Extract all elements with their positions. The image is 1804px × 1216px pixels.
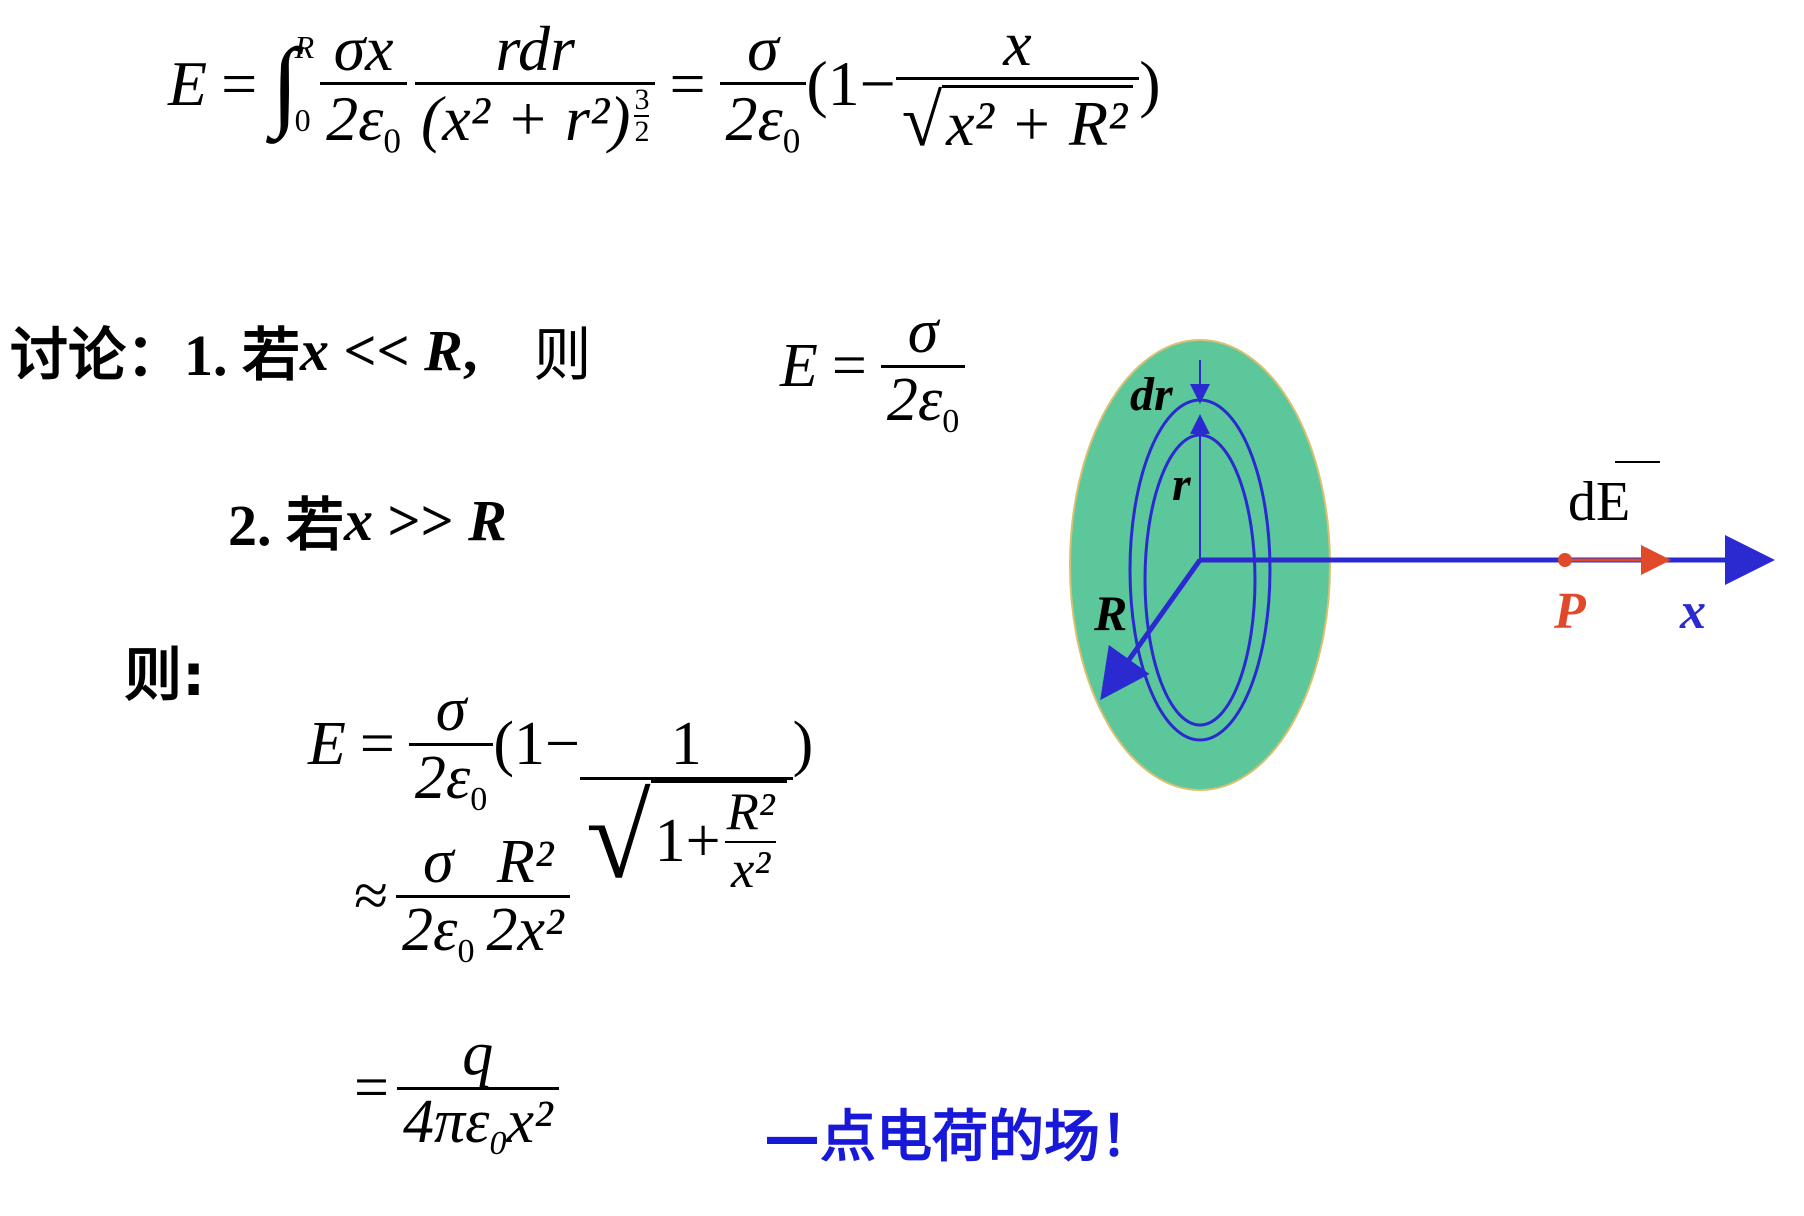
eq3-fraction-sigma: σ 2ε0	[408, 676, 494, 817]
eq4-fraction-b: R² 2x²	[480, 828, 570, 963]
frac-num: σx	[333, 12, 394, 84]
equation-large-x: E = σ 2ε0 (1− 1 √ 1+ R² x² )	[308, 592, 813, 898]
fraction-sigma: σ 2ε0	[719, 12, 807, 159]
radius-R-arrow	[1100, 558, 1203, 701]
eq3-eq: =	[359, 710, 395, 779]
discussion-label: 讨论：	[10, 321, 185, 389]
discussion-case-1: 讨论： 1. 若 x << R , 则	[10, 308, 591, 392]
label-r: r	[1172, 458, 1192, 511]
eq3-then: 则:	[124, 641, 206, 709]
case1-prefix: 1. 若	[184, 323, 301, 388]
frac-den: 2ε0	[880, 365, 966, 439]
label-dr: dr	[1130, 368, 1174, 421]
label-x: x	[1679, 583, 1706, 640]
frac-den: 2ε0	[320, 82, 407, 159]
frac-den: 4πε0x²	[396, 1087, 559, 1161]
label-R: R	[1093, 585, 1127, 641]
eq3-close: )	[792, 710, 814, 779]
paren-open: (1−	[806, 47, 896, 119]
case2-prefix: 2. 若	[228, 493, 345, 558]
point-P	[1558, 553, 1572, 567]
frac-den: (x² + r²) 3 2	[414, 82, 656, 152]
case1-eq: =	[831, 332, 867, 401]
case1-comma: ,	[462, 317, 478, 383]
frac-den: 2ε0	[396, 895, 481, 969]
frac-den: 2ε0	[408, 743, 494, 817]
frac-num: σ	[907, 298, 939, 366]
discussion-case-2: 2. 若 x >> R	[228, 478, 507, 562]
frac-den: 2x²	[480, 895, 570, 963]
eq1-equals: =	[221, 47, 258, 119]
equation-point-charge: = q 4πε0x²	[354, 1020, 559, 1161]
frac-num: R²	[496, 828, 554, 896]
integral-symbol: ∫	[271, 27, 299, 139]
frac-num: σ	[747, 12, 779, 84]
charged-disk	[1069, 339, 1331, 791]
case1-R: R	[424, 317, 463, 383]
equation-integral: E = ∫ R 0 σx 2ε0 rdr (x² + r²) 3 2 = σ 2…	[168, 8, 1161, 159]
point-charge-note: —点电荷的场！	[764, 1105, 1156, 1170]
eq3-E: E	[308, 710, 346, 779]
exp-num: 3	[634, 83, 650, 117]
charged-disk-diagram: dr r R dE P x	[1069, 339, 1775, 791]
case1-result: E = σ 2ε0	[780, 298, 966, 439]
case2-R: R	[468, 487, 507, 553]
paren-close: )	[1139, 47, 1161, 119]
integral-lower: 0	[294, 101, 311, 138]
case1-fraction: σ 2ε0	[880, 298, 966, 439]
frac-num: 1	[670, 710, 702, 778]
frac-num: x	[1003, 8, 1032, 79]
case1-then: 则	[533, 321, 592, 389]
case1-E: E	[780, 332, 818, 401]
frac-den: √ 1+ R² x²	[579, 777, 793, 898]
frac-den: 2ε0	[719, 82, 807, 159]
exp-den: 2	[634, 115, 650, 149]
eq3-open: (1−	[493, 710, 580, 779]
frac-num: σ	[435, 676, 467, 745]
fraction-x-over-sqrt: x √x² + R²	[895, 8, 1140, 157]
integral-upper: R	[294, 28, 315, 65]
case1-relation: <<	[329, 317, 425, 383]
case1-x: x	[300, 317, 330, 383]
case2-relation: >>	[373, 487, 469, 553]
eq4-fraction-a: σ 2ε0	[396, 828, 481, 969]
eq1-equals-2: =	[669, 47, 706, 119]
equation-approx: ≈ σ 2ε0 R² 2x²	[354, 828, 570, 969]
label-dE: dE	[1568, 471, 1630, 533]
eq5-eq: =	[354, 1054, 389, 1123]
fraction-sigma-x: σx 2ε0	[320, 12, 407, 159]
sqrt: √ 1+ R² x²	[586, 779, 787, 898]
eq5-fraction: q 4πε0x²	[396, 1020, 559, 1161]
fraction-rdr: rdr (x² + r²) 3 2	[414, 12, 656, 152]
label-P: P	[1553, 583, 1587, 640]
eq3-fraction-one-over-sqrt: 1 √ 1+ R² x²	[579, 710, 793, 898]
sqrt: √x² + R²	[902, 83, 1134, 157]
approx-sign: ≈	[354, 862, 389, 931]
integral-sign: ∫ R 0	[271, 29, 314, 139]
frac-den: √x² + R²	[895, 77, 1140, 157]
frac-num: q	[462, 1020, 494, 1088]
frac-num: σ	[422, 828, 454, 896]
case2-x: x	[344, 487, 374, 553]
frac-num: rdr	[495, 12, 575, 84]
eq1-lhs: E	[168, 47, 208, 119]
